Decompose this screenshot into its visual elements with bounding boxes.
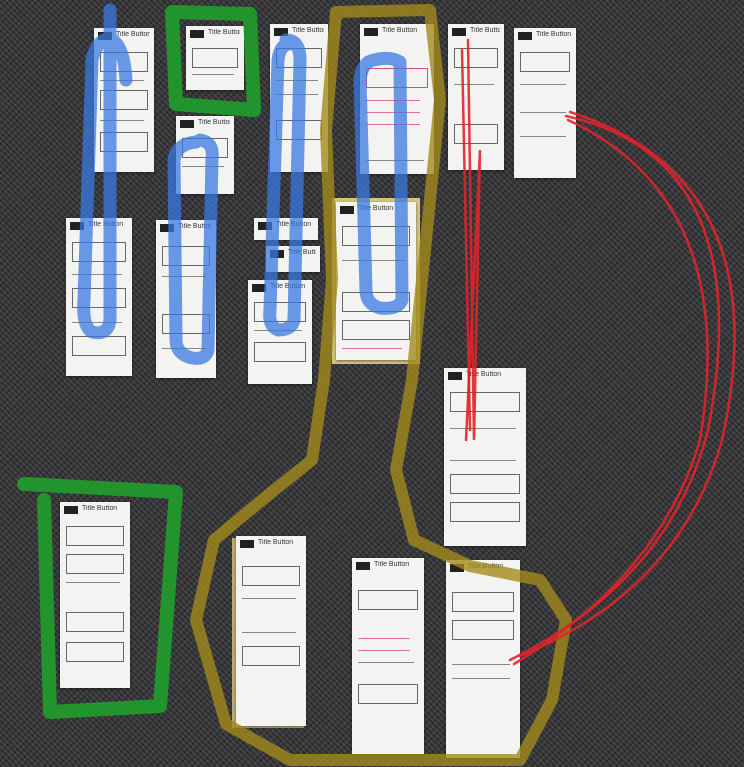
- paper-note: Title Button: [66, 218, 132, 376]
- paper-note: Title Button: [360, 24, 434, 174]
- paper-note: Title Button: [186, 26, 244, 90]
- paper-note: Title Button: [94, 28, 154, 172]
- note-title: Title Button: [208, 29, 240, 36]
- note-title: Title Button: [470, 27, 500, 34]
- note-title: Title Button: [536, 31, 572, 38]
- note-title: Title Button: [374, 561, 410, 568]
- paper-note: Title Button: [156, 220, 216, 378]
- paper-note: Title Button: [446, 560, 520, 758]
- note-title: Title Button: [468, 563, 504, 570]
- note-title: Title Button: [270, 283, 306, 290]
- red-arc: [508, 114, 721, 662]
- paper-note: Title Button: [444, 368, 526, 546]
- note-title: Title Button: [116, 31, 150, 38]
- note-title: Title Button: [258, 539, 294, 546]
- paper-note: Title Button: [266, 246, 320, 272]
- note-title: Title Button: [88, 221, 124, 228]
- paper-note: Title Button: [448, 24, 504, 170]
- note-title: Title Button: [288, 249, 316, 256]
- note-title: Title Button: [358, 205, 394, 212]
- note-title: Title Button: [276, 221, 312, 228]
- note-title: Title Button: [178, 223, 212, 230]
- note-title: Title Button: [382, 27, 418, 34]
- red-arc: [518, 110, 736, 658]
- note-title: Title Button: [466, 371, 502, 378]
- paper-note: Title Button: [60, 502, 130, 688]
- paper-note: Title Button: [352, 558, 424, 754]
- paper-note: Title Button: [254, 218, 318, 240]
- paper-note: Title Button: [236, 536, 306, 726]
- paper-note: Title Button: [248, 280, 312, 384]
- paper-note: Title Button: [176, 116, 234, 194]
- paper-note: Title Button: [336, 202, 416, 360]
- note-title: Title Button: [292, 27, 324, 34]
- note-title: Title Button: [82, 505, 118, 512]
- note-title: Title Button: [198, 119, 230, 126]
- paper-note: Title Button: [514, 28, 576, 178]
- paper-note: Title Button: [270, 24, 328, 172]
- red-arc: [512, 118, 709, 666]
